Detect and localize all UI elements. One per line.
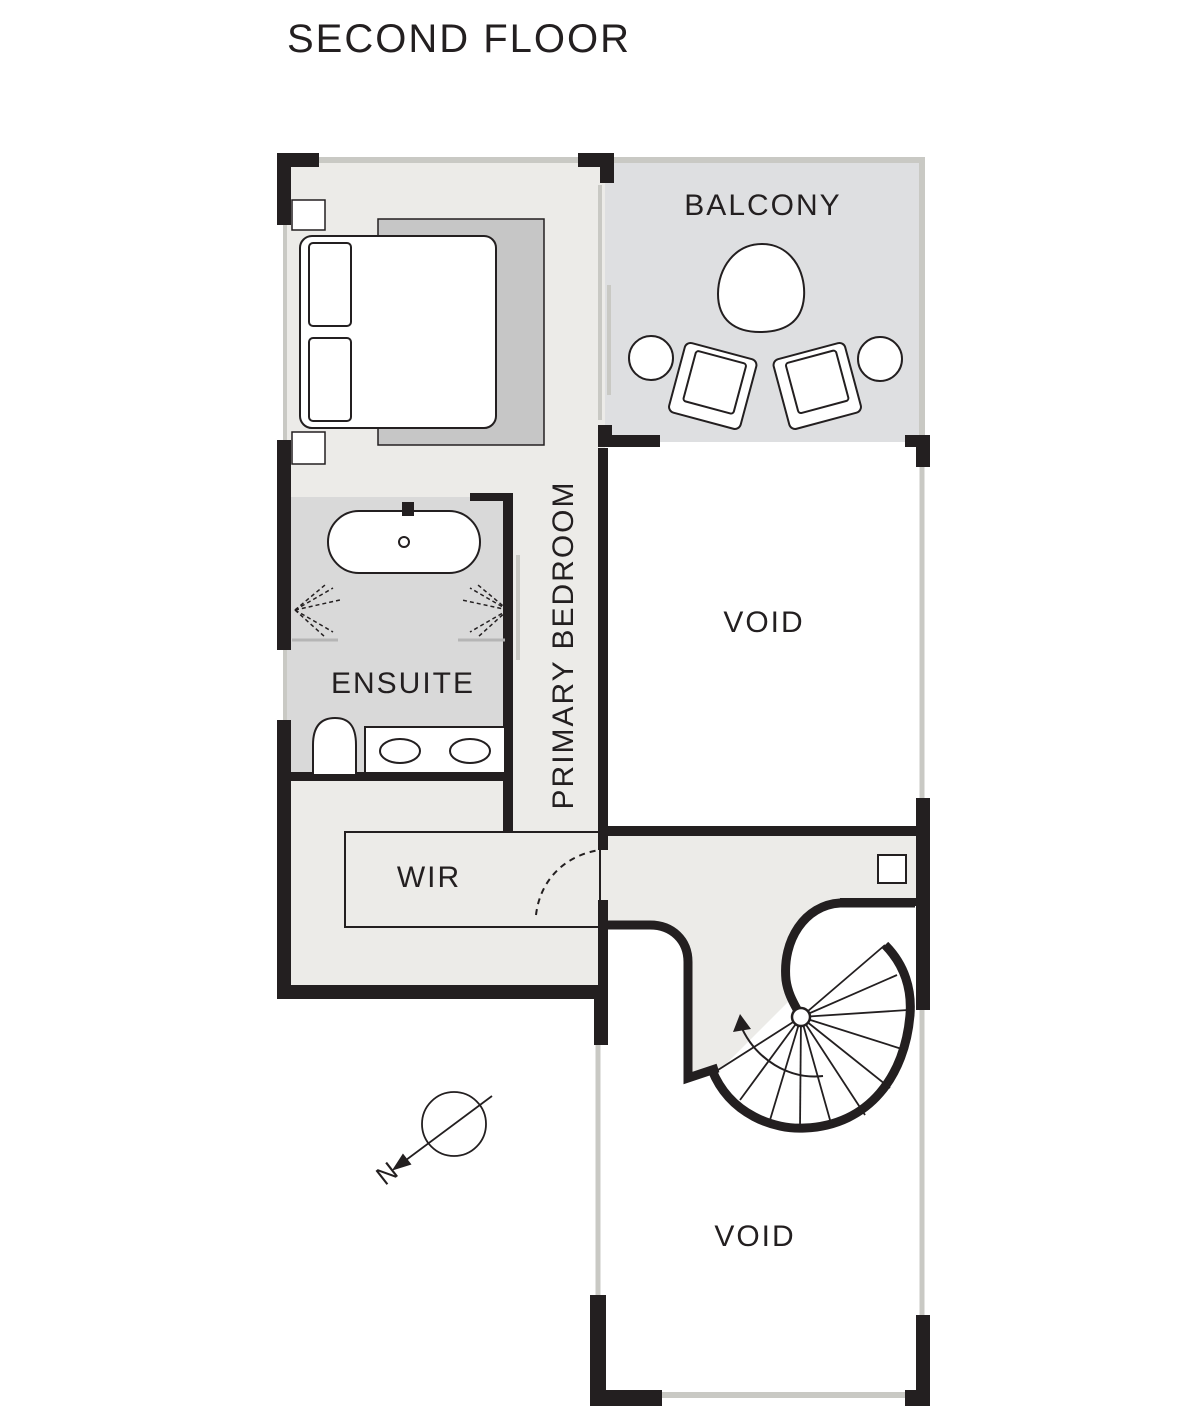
shower-heads bbox=[294, 584, 509, 638]
basin bbox=[449, 738, 491, 764]
bedside-table bbox=[291, 431, 326, 465]
stair-post bbox=[790, 1006, 812, 1028]
balcony-furniture bbox=[628, 242, 903, 430]
ensuite-fixtures bbox=[312, 502, 506, 776]
room-label-primary-bedroom: PRIMARY BEDROOM bbox=[547, 481, 580, 810]
toilet bbox=[312, 716, 357, 776]
basin bbox=[379, 738, 421, 764]
stair-landing-floor bbox=[605, 832, 918, 1075]
wir-floor bbox=[344, 831, 601, 928]
round-table bbox=[716, 242, 806, 334]
spiral-stair bbox=[717, 944, 909, 1129]
stair-arrowhead bbox=[733, 1014, 751, 1032]
bedside-table bbox=[291, 199, 326, 231]
room-label-balcony: BALCONY bbox=[684, 189, 841, 222]
room-label-ensuite: ENSUITE bbox=[331, 667, 475, 700]
stair-walls bbox=[605, 898, 915, 1133]
north-compass bbox=[391, 1091, 493, 1171]
bath-tap bbox=[402, 502, 414, 516]
walls bbox=[277, 153, 930, 1406]
door-swing bbox=[535, 849, 601, 916]
side-table bbox=[857, 336, 903, 382]
floor-title: SECOND FLOOR bbox=[287, 17, 631, 61]
armchair bbox=[772, 341, 862, 430]
bed-group bbox=[291, 199, 545, 465]
room-label-void-lower: VOID bbox=[714, 1220, 795, 1253]
room-label-wir: WIR bbox=[397, 861, 461, 894]
room-label-void-upper: VOID bbox=[723, 606, 804, 639]
pillow bbox=[308, 337, 352, 422]
stair-direction bbox=[739, 1023, 824, 1078]
armchair bbox=[668, 341, 758, 430]
windows bbox=[283, 157, 925, 1398]
compass-circle bbox=[421, 1091, 487, 1157]
landing-cupboard bbox=[877, 854, 907, 884]
pillow bbox=[308, 242, 352, 327]
bath-drain bbox=[398, 536, 410, 548]
side-table bbox=[628, 335, 674, 381]
